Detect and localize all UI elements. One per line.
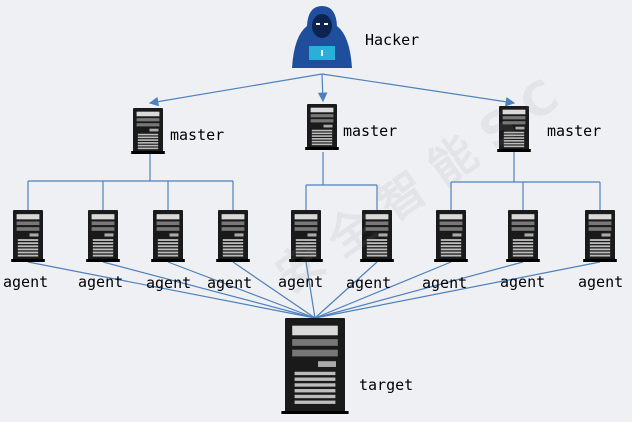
hacker-icon	[292, 6, 352, 68]
agent-label-5: agent	[278, 273, 324, 291]
master-server-2	[305, 104, 339, 150]
agent-2-to-target	[102, 261, 316, 319]
hacker-label: Hacker	[365, 31, 420, 49]
agent-label-1: agent	[3, 273, 49, 291]
hacker-to-master-3	[321, 73, 516, 107]
agent-1-to-target	[27, 261, 316, 319]
agent-4-to-target	[232, 261, 316, 319]
agent-label-2: agent	[78, 273, 124, 291]
agent-server-5	[289, 210, 323, 262]
agent-label-9: agent	[578, 273, 624, 291]
agent-label-3: agent	[146, 274, 192, 292]
target-label: target	[359, 376, 414, 394]
agent-server-6	[360, 210, 394, 262]
master-server-3	[497, 106, 531, 152]
agent-9-to-target	[314, 261, 601, 319]
agent-server-8	[506, 210, 540, 262]
agent-label-6: agent	[346, 274, 392, 292]
agent-server-3	[151, 210, 185, 262]
hacker-to-master-1	[148, 73, 323, 107]
connection-lines	[27, 73, 601, 319]
master-label-3: master	[547, 122, 602, 140]
agent-server-9	[583, 210, 617, 262]
nodes	[11, 6, 617, 414]
target-server	[281, 318, 349, 414]
agent-server-7	[434, 210, 468, 262]
agent-label-4: agent	[207, 274, 253, 292]
agent-server-1	[11, 210, 45, 262]
master-server-1	[131, 108, 165, 154]
agent-5-to-target	[305, 261, 316, 319]
master-label-2: master	[343, 122, 398, 140]
agent-7-to-target	[314, 261, 452, 319]
agent-3-to-target	[167, 261, 316, 319]
hacker-to-master-2	[317, 73, 328, 103]
agent-6-to-target	[314, 261, 378, 319]
master-label-1: master	[170, 126, 225, 144]
agent-server-2	[86, 210, 120, 262]
agent-label-7: agent	[422, 274, 468, 292]
agent-server-4	[216, 210, 250, 262]
agent-8-to-target	[314, 261, 524, 319]
agent-label-8: agent	[500, 273, 546, 291]
